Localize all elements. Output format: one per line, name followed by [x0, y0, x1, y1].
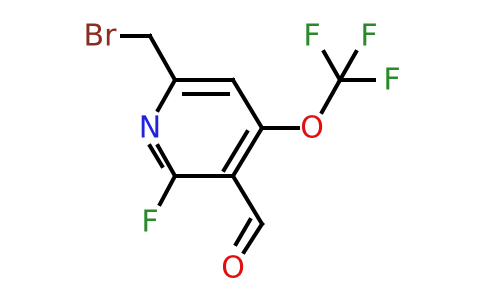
bond-ch2-c6 — [147, 33, 178, 83]
atom-br: Br — [84, 19, 118, 54]
bond-c2-f — [157, 173, 178, 207]
atom-labels: Br N F O O F F F — [84, 19, 401, 286]
atom-f-cf3-b: F — [360, 19, 377, 54]
bond-c3-cho — [230, 173, 265, 227]
bond-c2-n — [155, 143, 178, 179]
bond-cho-o-inner — [233, 217, 253, 247]
bond-cf3-fb — [337, 49, 359, 83]
atom-f-ring: F — [141, 205, 158, 240]
bond-c2-n-inner — [147, 143, 165, 169]
atom-f-cf3-c: F — [383, 63, 400, 98]
bond-cf3-fa — [321, 49, 343, 83]
bond-c5-c4 — [230, 77, 265, 131]
bond-c4-c3 — [230, 125, 265, 179]
bond-oeth-cf3 — [319, 77, 343, 115]
bonds — [120, 33, 376, 255]
atom-n: N — [139, 111, 161, 146]
atom-f-cf3-a: F — [303, 19, 320, 54]
atom-o-aldehyde: O — [221, 251, 245, 286]
bond-n-c6 — [155, 77, 178, 113]
bond-c4-c3-inner — [221, 129, 250, 173]
atom-o-ether: O — [300, 111, 324, 146]
bond-cho-o — [241, 221, 265, 255]
